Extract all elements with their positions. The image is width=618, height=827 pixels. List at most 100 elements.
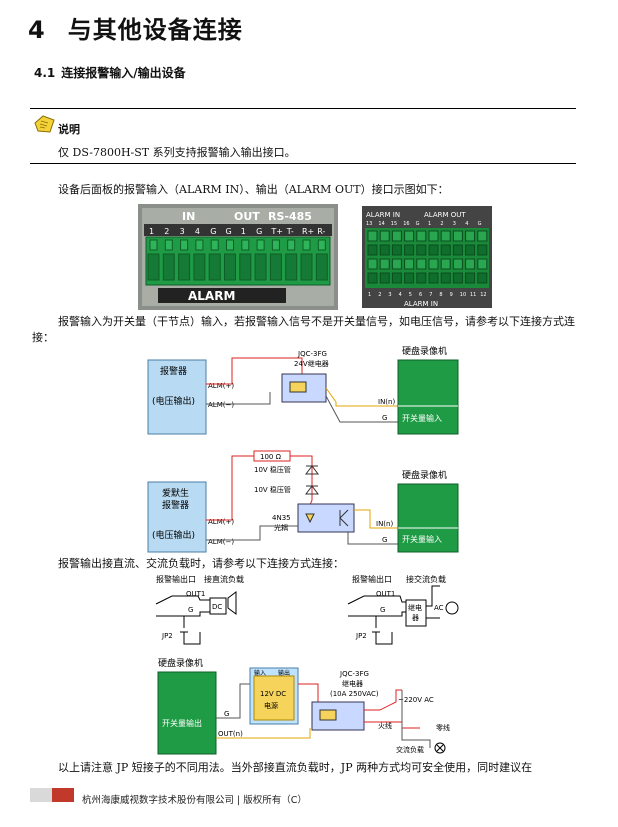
- d2-dvr: 硬盘录像机: [402, 469, 447, 481]
- panel1-pin-label: 1: [149, 227, 154, 236]
- d2-opto-type: 光耦: [274, 523, 288, 532]
- panel2-terminal-block: [379, 272, 390, 284]
- company-logo-red: [52, 788, 74, 802]
- panel1-terminal-screw: [180, 239, 189, 251]
- panel2-terminal-block: [452, 258, 463, 270]
- d2-in-n: IN(n): [376, 520, 393, 528]
- panel1-terminal-screw: [226, 239, 234, 251]
- d1-in-n: IN(n): [378, 398, 395, 406]
- panel2-terminal-block: [391, 230, 402, 242]
- panel2-top-pin-label: 13: [366, 221, 372, 227]
- d1-switch-in: 开关量输入: [402, 413, 442, 423]
- d3-left-out: 报警输出口: [156, 574, 196, 584]
- panel2-terminal-block: [404, 230, 415, 242]
- panel1-terminal-screw: [256, 239, 265, 251]
- panel2-terminal-block: [428, 258, 439, 270]
- panel2-bottom-pin-label: 9: [450, 292, 453, 298]
- panel1-pin-label: T+: [270, 227, 283, 236]
- d1-alarm-device: 报警器: [160, 365, 187, 377]
- note-top-rule: [30, 108, 576, 109]
- d1-alm-plus: ALM(+): [208, 382, 234, 390]
- panel1-terminal-slot: [178, 253, 191, 281]
- panel2-terminal-block: [391, 258, 402, 270]
- panel1-in-label: IN: [182, 210, 195, 223]
- panel1-terminal-slot: [239, 253, 252, 281]
- d2-zener-1: 10V 稳压管: [254, 465, 291, 474]
- panel2-terminal-block: [416, 230, 427, 242]
- note-icon: [34, 115, 55, 133]
- panel2-bottom-pin-label: 8: [439, 292, 442, 298]
- panel1-terminal-screw: [195, 239, 204, 251]
- diagram-output-relay: 硬盘录像机 开关量输出 G OUT(n) 输入 输出 12V DC 电源 JQC…: [157, 657, 450, 755]
- d1-voltage-out: (电压输出): [152, 395, 195, 407]
- panel2-terminal-block: [391, 272, 402, 284]
- panel2-bottom-pin-label: 10: [460, 292, 466, 298]
- d3-right-out1: OUT1: [376, 590, 395, 598]
- panel2-top-pin-label: 16: [403, 221, 409, 227]
- panel2-terminal-block: [440, 272, 451, 284]
- panel2-terminal-block: [465, 258, 476, 270]
- panel1-out-label: OUT: [234, 210, 260, 223]
- d3-left-out1: OUT1: [186, 590, 205, 598]
- d3-dc-label: DC: [212, 603, 222, 611]
- panel2-terminal-block: [367, 244, 378, 256]
- panel2-bottom-pin-label: 6: [419, 292, 422, 298]
- d2-zener-2: 10V 稳压管: [254, 485, 291, 494]
- d3-right-jp2: JP2: [355, 632, 367, 640]
- panel2-terminal-block: [428, 272, 439, 284]
- panel1-alarm-label: ALARM: [188, 289, 235, 303]
- panel2-terminal-block: [477, 230, 488, 242]
- panel2-terminal-block: [465, 230, 476, 242]
- panel2-bottom-pin-label: 7: [429, 292, 432, 298]
- chapter-number: 4: [28, 16, 46, 44]
- panel2-top-pin-label: 14: [378, 221, 384, 227]
- panel1-pin-label: R-: [317, 227, 325, 236]
- panel2-terminal-block: [379, 258, 390, 270]
- d1-dvr: 硬盘录像机: [402, 345, 447, 357]
- panel1-terminal-slot: [285, 253, 298, 281]
- panel2-terminal-block: [477, 258, 488, 270]
- panel2-top-pin-label: 3: [453, 221, 456, 227]
- panel2-terminal-block: [440, 244, 451, 256]
- d3-left-jp2: JP2: [161, 632, 173, 640]
- panel2-terminal-block: [391, 244, 402, 256]
- panel2-terminal-block: [367, 258, 378, 270]
- d1-relay-type: 24V继电器: [294, 359, 329, 368]
- d2-switch-in: 开关量输入: [402, 534, 442, 544]
- panel2-top-left-label: ALARM IN: [366, 211, 400, 219]
- panel2-terminal-block: [477, 244, 488, 256]
- panel1-pin-label: T-: [286, 227, 294, 236]
- diagram-output-loads: 报警输出口 接直流负载 OUT1 G DC JP2 报警输出口 接交流负载 OU…: [155, 574, 459, 645]
- d2-opto-model: 4N35: [272, 514, 291, 522]
- d1-alm-minus: ALM(−): [208, 401, 234, 409]
- panel1-pin-label: G: [210, 227, 216, 236]
- panel2-bottom-label: ALARM IN: [404, 300, 438, 308]
- d2-device-brand: 爱默生: [162, 487, 189, 499]
- panel2-top-pin-label: 2: [440, 221, 443, 227]
- d4-relay-rating: (10A 250VAC): [330, 690, 379, 698]
- panel2-terminal-block: [416, 244, 427, 256]
- panel2-bottom-pin-label: 1: [368, 292, 371, 298]
- panel2-bottom-pin-label: 2: [378, 292, 381, 298]
- panel2-terminal-block: [477, 272, 488, 284]
- section-number: 4.1: [34, 66, 56, 80]
- panel2-terminal-block: [367, 272, 378, 284]
- panel2-bottom-pin-label: 5: [409, 292, 412, 298]
- d3-right-out: 报警输出口: [352, 574, 392, 584]
- d4-dvr: 硬盘录像机: [158, 657, 203, 669]
- paragraph-output-load: 报警输出接直流、交流负载时，请参考以下连接方式连接：: [58, 557, 344, 570]
- note-bottom-rule: [30, 163, 576, 164]
- diagram-optocoupler-input: 爱默生 报警器 (电压输出) ALM(+) ALM(−) 100 Ω 10V 稳…: [147, 450, 459, 553]
- panel1-terminal-screw: [287, 239, 296, 251]
- panel2-terminal-block: [440, 258, 451, 270]
- d4-relay-model: JQC-3FG: [339, 670, 369, 678]
- d4-ac-source: ~220V AC: [398, 696, 434, 704]
- panel2-top-pin-label: G: [478, 221, 482, 227]
- panel2-terminal-block: [416, 272, 427, 284]
- panel2-terminal-block: [452, 230, 463, 242]
- panel2-terminal-block: [404, 244, 415, 256]
- d2-voltage-out: (电压输出): [152, 529, 195, 541]
